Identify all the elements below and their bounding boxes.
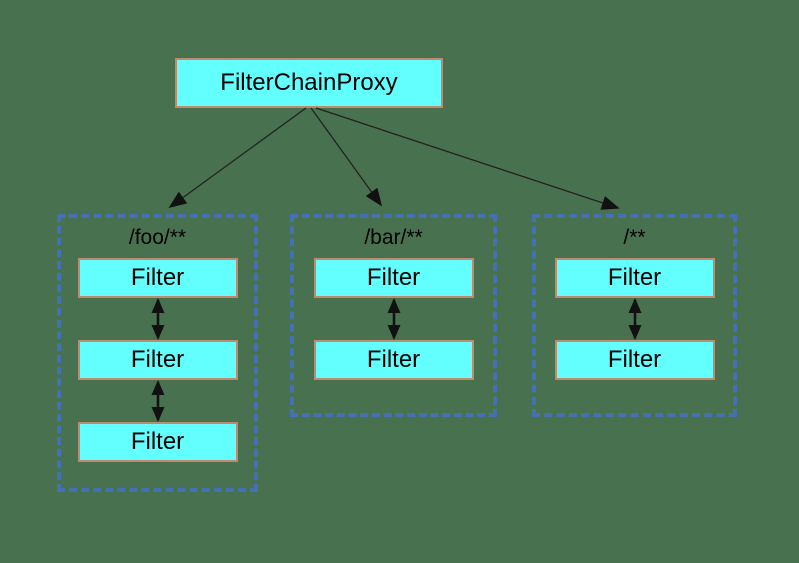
proxy-to-chain-arrow	[168, 107, 307, 209]
filter-label: Filter	[130, 264, 185, 291]
filter-label: Filter	[366, 346, 421, 373]
filter-chain-box: /foo/** Filter Filter Filter	[57, 214, 258, 492]
filter-label: Filter	[607, 264, 662, 291]
filter-stack: Filter Filter	[554, 258, 715, 380]
double-headed-arrow-icon	[387, 298, 400, 340]
double-headed-arrow-icon	[151, 298, 164, 340]
filter-box: Filter	[77, 422, 238, 462]
filter-box: Filter	[313, 258, 474, 298]
filter-label: Filter	[366, 264, 421, 291]
filter-chain-proxy-box: FilterChainProxy	[175, 58, 443, 108]
chain-pattern-label: /bar/**	[364, 226, 423, 249]
filter-label: Filter	[130, 346, 185, 373]
double-headed-arrow-icon	[628, 298, 641, 340]
filter-box: Filter	[554, 258, 715, 298]
chain-pattern-label: /**	[623, 226, 646, 249]
chain-pattern-label: /foo/**	[128, 226, 187, 249]
filter-box: Filter	[77, 340, 238, 380]
proxy-to-chain-arrow	[315, 107, 620, 210]
filter-chain-box: /bar/** Filter Filter	[290, 214, 497, 417]
proxy-to-chain-arrow	[310, 107, 383, 207]
filter-box: Filter	[554, 340, 715, 380]
filter-stack: Filter Filter Filter	[77, 258, 238, 462]
double-headed-arrow-icon	[151, 380, 164, 422]
filter-chain-box: /** Filter Filter	[532, 214, 737, 417]
proxy-label: FilterChainProxy	[220, 69, 398, 96]
filter-box: Filter	[77, 258, 238, 298]
filter-stack: Filter Filter	[313, 258, 474, 380]
filter-box: Filter	[313, 340, 474, 380]
filter-label: Filter	[130, 428, 185, 455]
filter-label: Filter	[607, 346, 662, 373]
